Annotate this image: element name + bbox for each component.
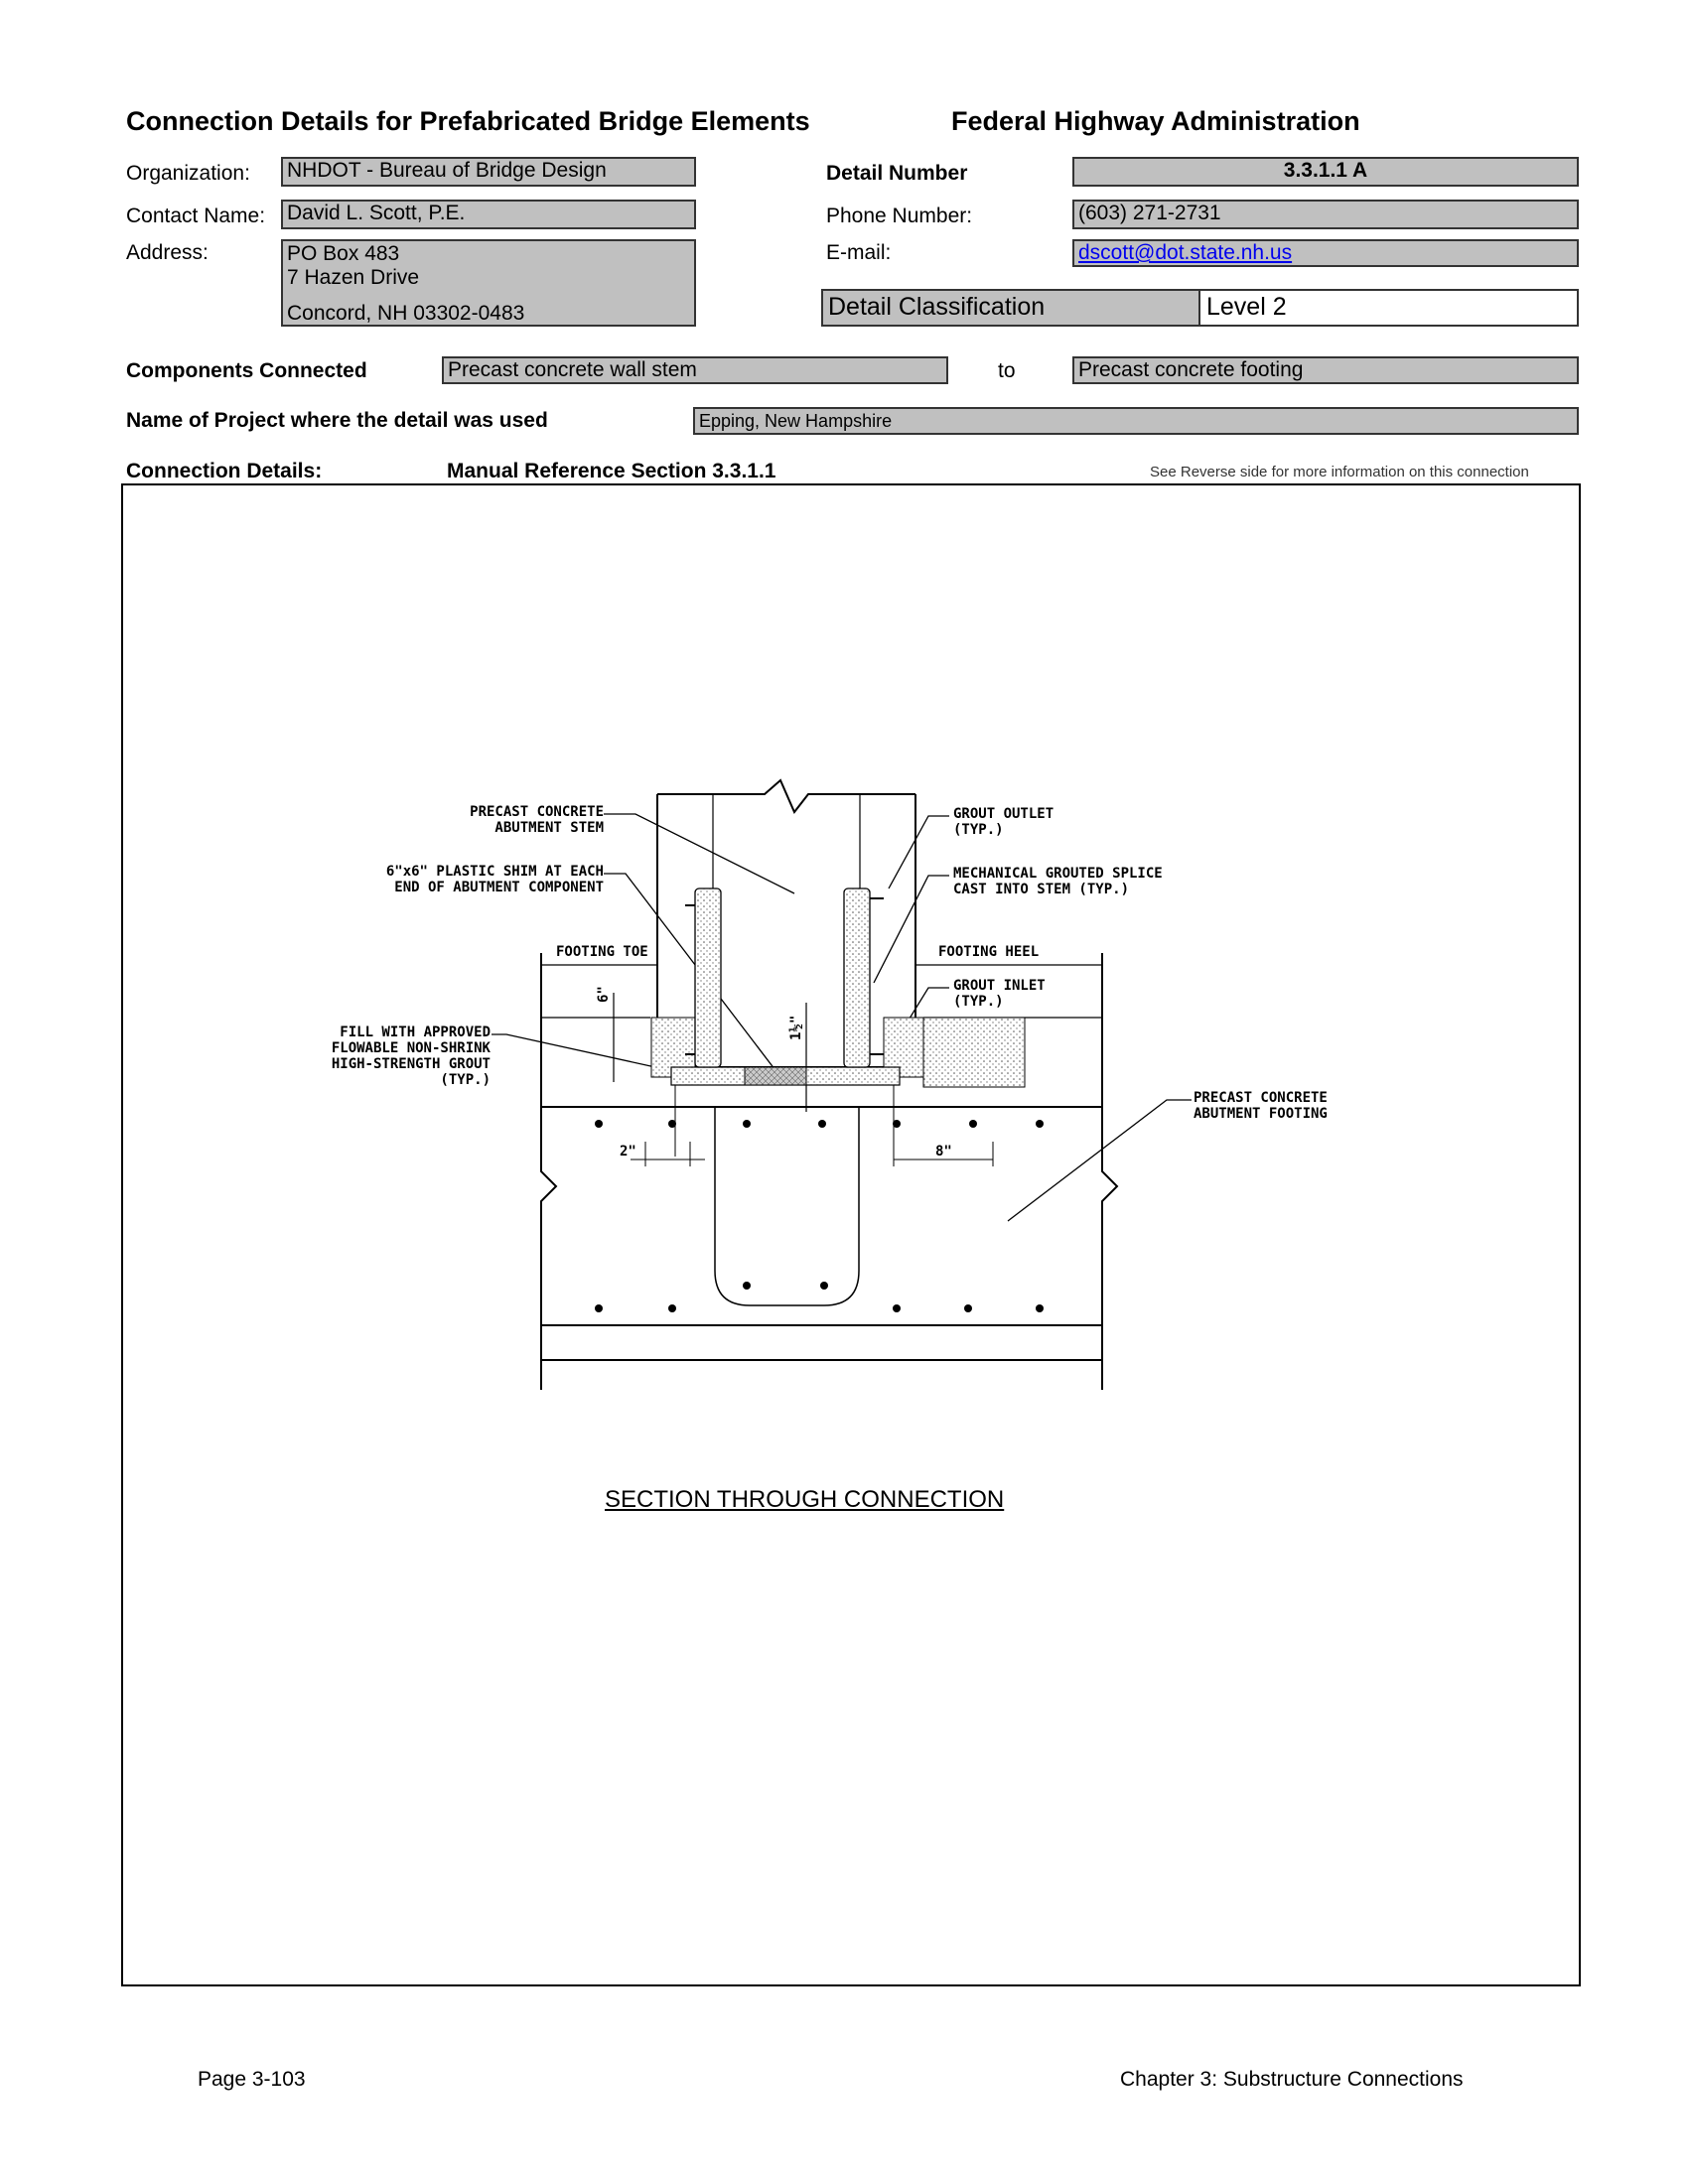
detail-number-label: Detail Number — [826, 162, 968, 185]
address-line-3: Concord, NH 03302-0483 — [287, 302, 525, 325]
contact-field: David L. Scott, P.E. — [281, 200, 696, 229]
phone-field: (603) 271-2731 — [1072, 200, 1579, 229]
page-number: Page 3-103 — [198, 2068, 306, 2091]
email-label: E-mail: — [826, 241, 892, 264]
stem-break-line — [657, 778, 915, 814]
component-to-field: Precast concrete footing — [1072, 356, 1579, 384]
drawing-frame — [121, 483, 1581, 1986]
dim-6-in: 6" — [596, 986, 612, 1003]
callout-outlet-1: GROUT OUTLET — [953, 806, 1054, 822]
dim-2-in: 2" — [620, 1144, 636, 1160]
callout-inlet-1: GROUT INLET — [953, 978, 1046, 994]
splice-sleeve-right — [843, 887, 871, 1068]
email-field: dscott@dot.state.nh.us — [1072, 239, 1579, 267]
callout-fill-1: FILL WITH APPROVED — [340, 1024, 491, 1040]
organization-field: NHDOT - Bureau of Bridge Design — [281, 157, 696, 187]
chapter-title: Chapter 3: Substructure Connections — [1120, 2068, 1464, 2091]
classification-value: Level 2 — [1206, 293, 1287, 321]
callout-splice-1: MECHANICAL GROUTED SPLICE — [953, 866, 1163, 882]
callout-shim-1: 6"x6" PLASTIC SHIM AT EACH — [386, 864, 604, 880]
component-from-field: Precast concrete wall stem — [442, 356, 948, 384]
drawing-caption: SECTION THROUGH CONNECTION — [605, 1486, 1005, 1513]
document-title: Connection Details for Prefabricated Bri… — [126, 106, 810, 136]
callout-footing-2: ABUTMENT FOOTING — [1194, 1106, 1328, 1122]
components-to-label: to — [998, 359, 1016, 382]
agency-title: Federal Highway Administration — [951, 106, 1360, 136]
email-link[interactable]: dscott@dot.state.nh.us — [1078, 241, 1293, 264]
callout-fill-2: FLOWABLE NON-SHRINK — [332, 1040, 492, 1056]
phone-label: Phone Number: — [826, 205, 973, 227]
callout-footing-1: PRECAST CONCRETE — [1194, 1090, 1328, 1106]
project-field: Epping, New Hampshire — [693, 407, 1579, 435]
callout-stem-2: ABUTMENT STEM — [494, 820, 604, 836]
manual-reference: Manual Reference Section 3.3.1.1 — [447, 460, 776, 482]
project-label: Name of Project where the detail was use… — [126, 409, 548, 432]
callout-shim-2: END OF ABUTMENT COMPONENT — [394, 880, 604, 895]
splice-sleeve-left — [694, 887, 722, 1068]
callout-toe: FOOTING TOE — [556, 944, 648, 960]
callout-heel: FOOTING HEEL — [938, 944, 1039, 960]
classification-label: Detail Classification — [823, 291, 1200, 325]
connection-details-label: Connection Details: — [126, 460, 323, 482]
callout-fill-3: HIGH-STRENGTH GROUT — [332, 1056, 491, 1072]
dim-8-in: 8" — [935, 1144, 952, 1160]
components-label: Components Connected — [126, 359, 367, 382]
organization-label: Organization: — [126, 162, 250, 185]
dim-1-half-in: 1½" — [788, 1016, 804, 1040]
reverse-side-note: See Reverse side for more information on… — [1150, 464, 1529, 480]
detail-number-field: 3.3.1.1 A — [1072, 157, 1579, 187]
callout-fill-4: (TYP.) — [440, 1072, 491, 1088]
address-line-1: PO Box 483 — [287, 242, 400, 265]
contact-label: Contact Name: — [126, 205, 266, 227]
plastic-shim — [744, 1066, 807, 1086]
address-field: PO Box 483 7 Hazen Drive Concord, NH 033… — [281, 239, 696, 327]
callout-outlet-2: (TYP.) — [953, 822, 1004, 838]
callout-inlet-2: (TYP.) — [953, 994, 1004, 1010]
callout-splice-2: CAST INTO STEM (TYP.) — [953, 882, 1129, 897]
detail-classification-box: Detail Classification Level 2 — [821, 289, 1579, 327]
callout-stem-1: PRECAST CONCRETE — [470, 804, 604, 820]
address-line-2: 7 Hazen Drive — [287, 266, 420, 289]
address-label: Address: — [126, 241, 209, 264]
